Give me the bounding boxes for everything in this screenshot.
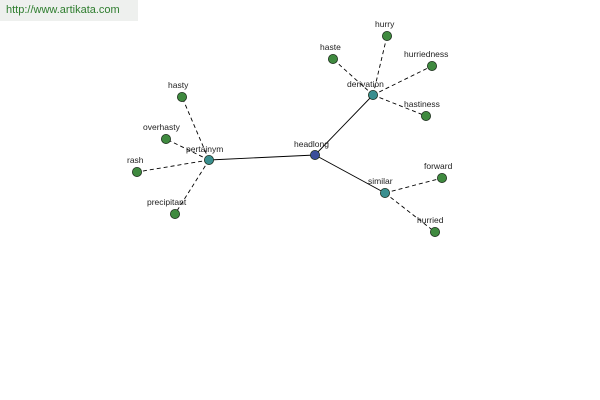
- label-word-hastiness: hastiness: [404, 99, 440, 109]
- node-center[interactable]: [309, 149, 320, 160]
- node-word-hurried[interactable]: [429, 226, 440, 237]
- label-word-forward: forward: [424, 161, 453, 171]
- edges-layer: [136, 35, 443, 233]
- label-word-rash: rash: [127, 155, 144, 165]
- label-word-haste: haste: [320, 42, 341, 52]
- edge-center-similar: [314, 154, 386, 194]
- label-relation-derivation: derivation: [347, 79, 384, 89]
- node-word-forward[interactable]: [436, 172, 447, 183]
- node-word-haste[interactable]: [327, 54, 338, 65]
- edge-similar-forward: [384, 177, 443, 194]
- edge-derivation-haste: [332, 58, 374, 96]
- label-word-hurried: hurried: [417, 215, 444, 225]
- node-word-hurriedness[interactable]: [426, 61, 437, 72]
- node-relation-similar[interactable]: [379, 187, 390, 198]
- node-word-hasty[interactable]: [176, 92, 187, 103]
- edge-center-pertainym: [208, 154, 316, 161]
- node-word-overhasty[interactable]: [160, 133, 171, 144]
- node-relation-derivation[interactable]: [367, 90, 378, 101]
- edge-pertainym-rash: [136, 159, 210, 173]
- source-url-banner[interactable]: http://www.artikata.com: [0, 0, 138, 21]
- label-relation-similar: similar: [368, 176, 393, 186]
- edge-pertainym-precipitant: [174, 159, 210, 215]
- label-center: headlong: [294, 139, 329, 149]
- edge-pertainym-hasty: [181, 96, 210, 161]
- edge-derivation-hastiness: [372, 94, 427, 117]
- label-word-hurriedness: hurriedness: [404, 49, 448, 59]
- edge-derivation-hurry: [372, 35, 388, 96]
- label-word-hasty: hasty: [168, 80, 189, 90]
- label-word-precipitant: precipitant: [147, 197, 187, 207]
- edge-center-derivation: [314, 94, 374, 156]
- label-word-overhasty: overhasty: [143, 122, 181, 132]
- nodes-layer: [131, 30, 447, 237]
- node-word-precipitant[interactable]: [169, 208, 180, 219]
- node-relation-pertainym[interactable]: [203, 154, 214, 165]
- edge-pertainym-overhasty: [165, 138, 210, 161]
- node-word-hurry[interactable]: [381, 30, 392, 41]
- edge-derivation-hurriedness: [372, 65, 433, 96]
- node-word-hastiness[interactable]: [420, 111, 431, 122]
- labels-layer: headlong derivation hurry haste hurriedness h…: [127, 19, 453, 225]
- node-word-rash[interactable]: [131, 166, 142, 177]
- edge-similar-hurried: [384, 192, 436, 233]
- label-word-hurry: hurry: [375, 19, 395, 29]
- label-relation-pertainym: pertainym: [186, 144, 223, 154]
